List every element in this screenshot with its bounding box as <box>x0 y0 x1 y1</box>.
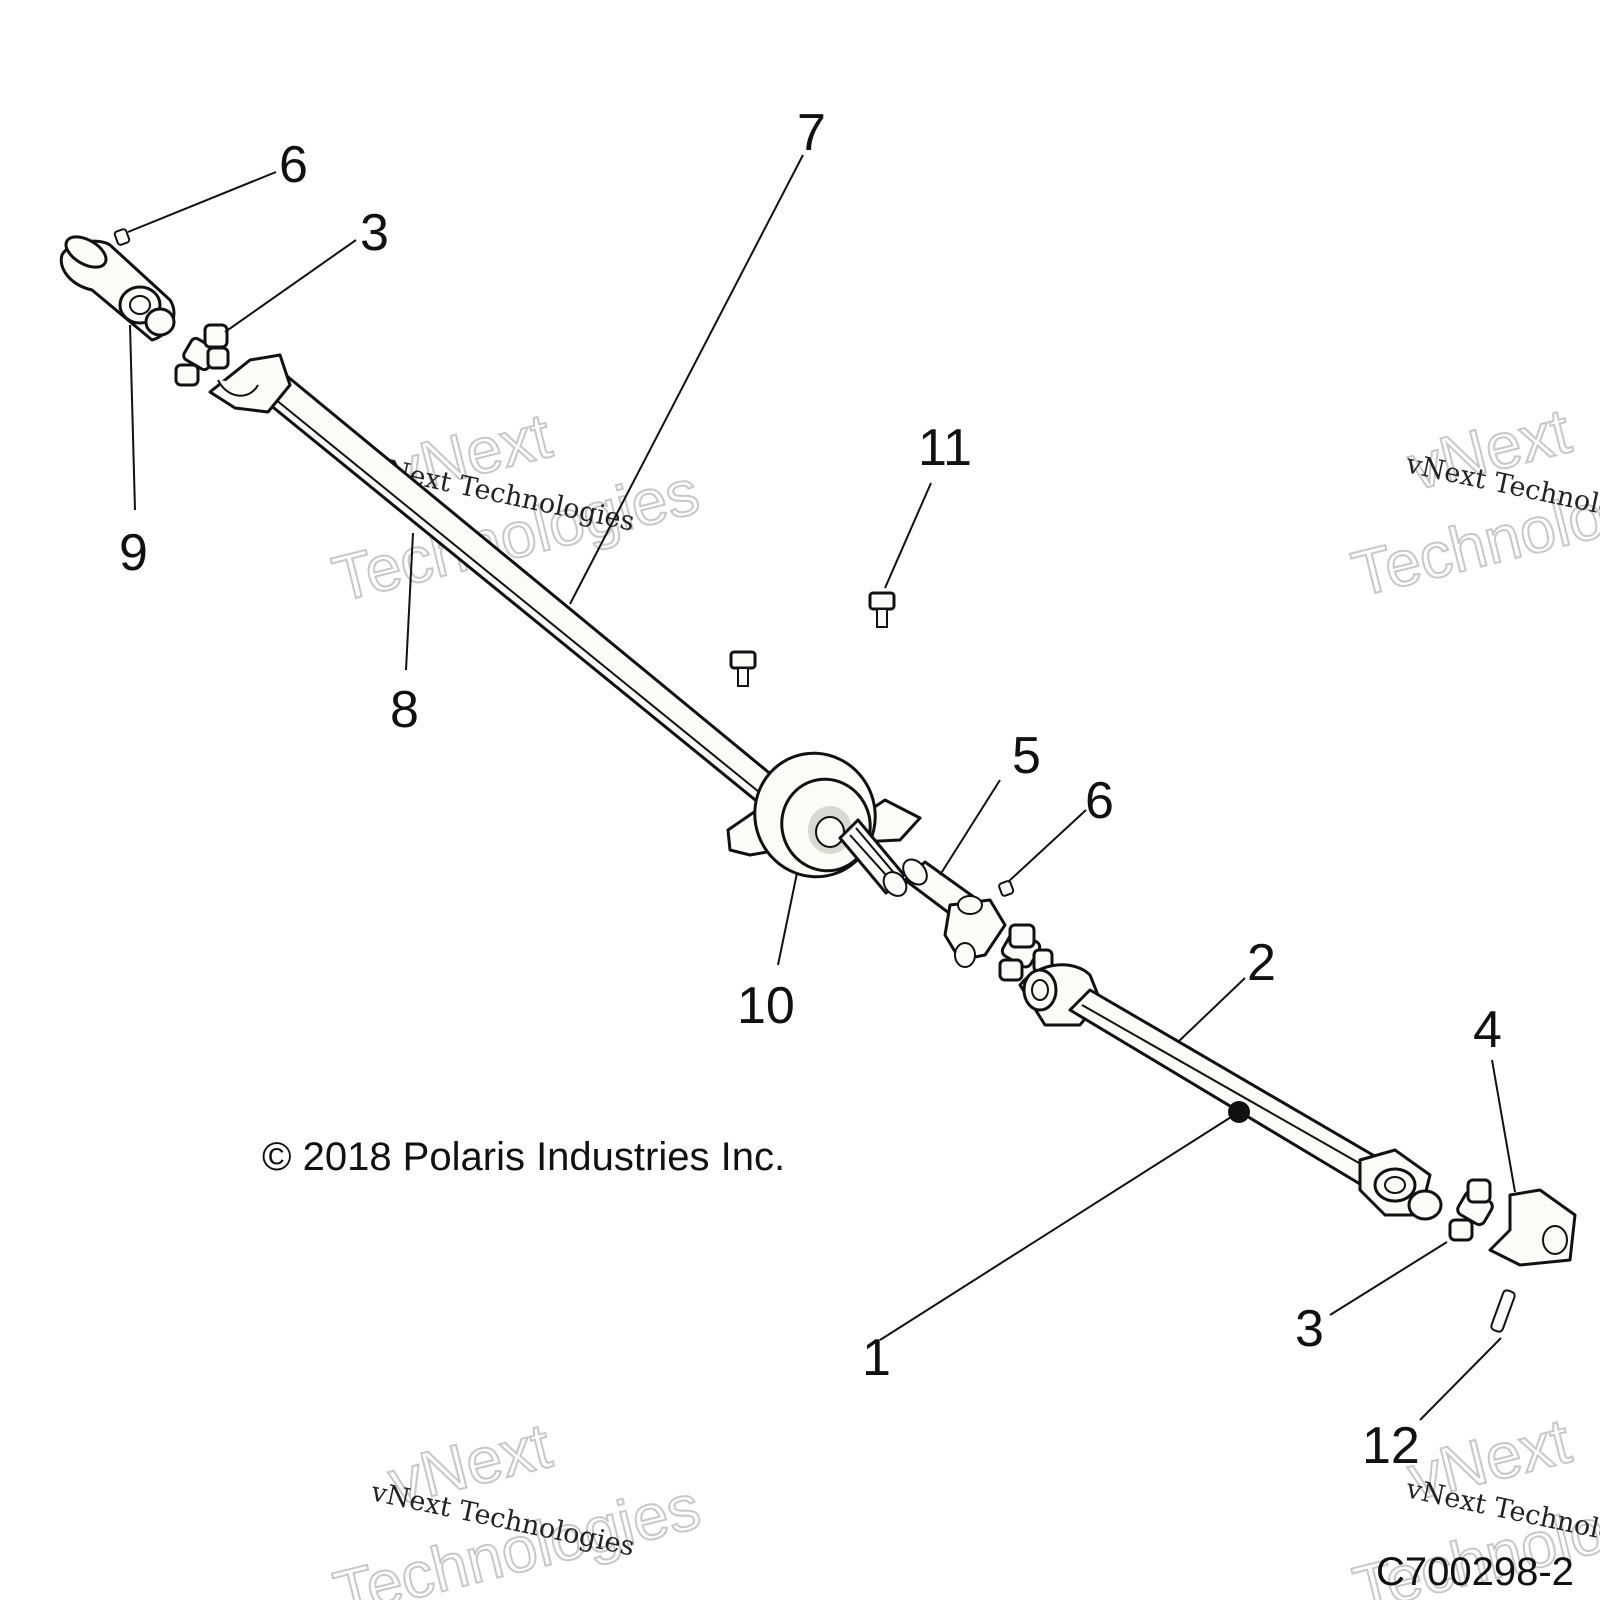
callout-3-bottom: 3 <box>1295 1300 1324 1358</box>
u-joint-cross-part-3-top <box>174 323 230 387</box>
callout-3-top: 3 <box>360 204 389 262</box>
grease-fitting-part-6-top <box>113 228 131 246</box>
callout-9: 9 <box>119 524 148 582</box>
u-joint-cross-part-3-bottom <box>1448 1178 1494 1242</box>
callout-11: 11 <box>918 419 972 477</box>
u-joint-cross-part-3-mid <box>998 923 1054 982</box>
bolt-part-11-b <box>729 650 757 687</box>
callout-2: 2 <box>1247 934 1276 992</box>
yoke-part-9 <box>59 235 176 342</box>
callout-8: 8 <box>390 681 419 739</box>
copyright-notice: © 2018 Polaris Industries Inc. <box>262 1135 785 1179</box>
slip-yoke-part-5 <box>902 858 1007 968</box>
front-prop-shaft-part-7 <box>208 353 792 814</box>
callout-10: 10 <box>737 977 795 1035</box>
rear-prop-shaft-part-2 <box>1018 963 1443 1221</box>
leader-lines <box>127 154 1516 1421</box>
callout-1: 1 <box>862 1329 891 1387</box>
yoke-part-4 <box>1488 1188 1577 1267</box>
watermark-bottom-left: vNext Technologies <box>326 1408 708 1600</box>
callout-6-mid: 6 <box>1085 772 1114 830</box>
callout-4: 4 <box>1473 1001 1502 1059</box>
callout-5: 5 <box>1012 727 1041 785</box>
reference-dot <box>1228 1101 1250 1123</box>
bolt-part-11-a <box>868 591 896 628</box>
callout-6-top: 6 <box>279 136 308 194</box>
grease-fitting-part-6-mid <box>998 880 1015 897</box>
callout-7: 7 <box>797 104 826 162</box>
drawing-id: C700298-2 <box>1376 1550 1574 1594</box>
roll-pin-part-12 <box>1490 1289 1516 1333</box>
callout-12: 12 <box>1362 1417 1420 1475</box>
